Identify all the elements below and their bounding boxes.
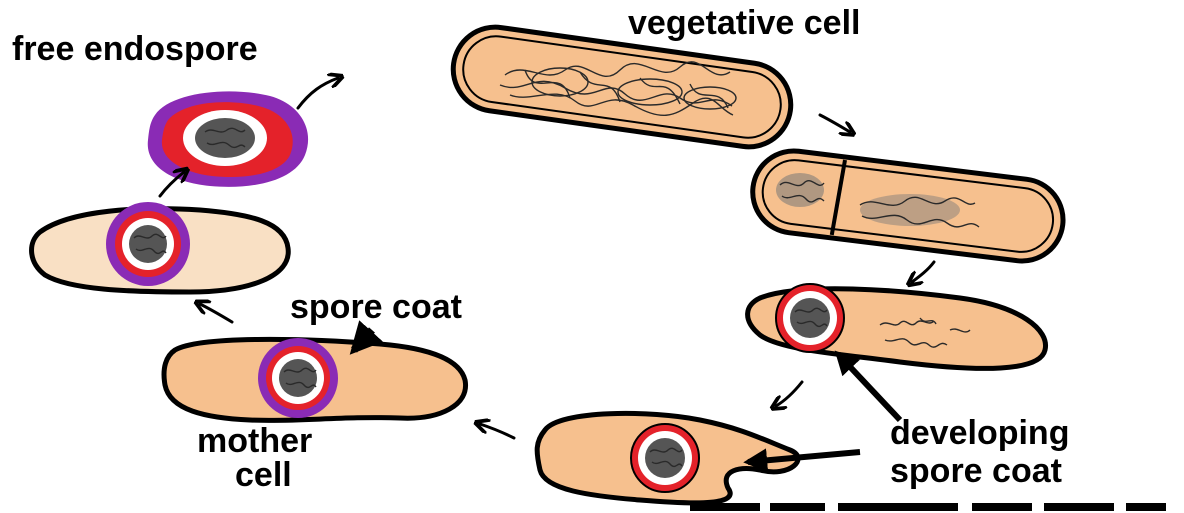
arrow-septum-to-engulfment — [912, 262, 934, 282]
label-mother-line1: mother — [197, 422, 312, 460]
arrow-forespore-to-mother — [480, 424, 514, 438]
developing-coat-pointer-1 — [838, 354, 900, 420]
cropped-caption-fragment — [690, 503, 1166, 511]
arrow-free-endospore-out — [298, 78, 338, 108]
septum-cell — [748, 146, 1068, 265]
arrow-mother-to-lysing — [200, 304, 232, 322]
forespore-nucleoid — [776, 173, 824, 207]
engulfment-cell — [748, 284, 1046, 368]
arrow-engulfment-to-forespore — [776, 382, 802, 406]
free-endospore — [148, 91, 308, 187]
label-spore-coat: spore coat — [290, 288, 462, 326]
mother-cell — [164, 338, 466, 420]
arrow-vegetative-to-septum — [820, 115, 850, 132]
label-mother-line2: cell — [235, 456, 292, 494]
label-free-endospore: free endospore — [12, 30, 258, 68]
lysing-cell — [32, 202, 289, 292]
label-vegetative-cell: vegetative cell — [628, 4, 860, 42]
label-developing-line2: spore coat — [890, 452, 1062, 490]
label-developing-line1: developing — [890, 414, 1069, 452]
